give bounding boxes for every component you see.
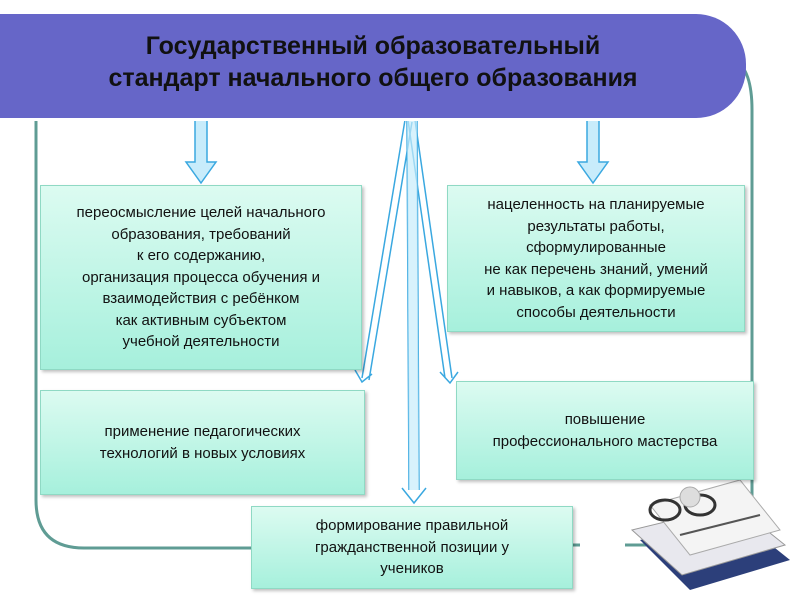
title-line-2: стандарт начального общего образования [108, 64, 638, 92]
box-text-line: переосмысление целей начального [76, 204, 326, 222]
box-pedagogical-technologies: применение педагогических технологий в н… [40, 390, 365, 495]
books-glasses-image [630, 479, 790, 590]
box-planned-results: нацеленность на планируемые результаты р… [447, 185, 745, 332]
box-text-line: результаты работы, [527, 217, 665, 235]
box-text-line: как активным субъектом [115, 311, 287, 329]
box-text-line: не как перечень знаний, умений [484, 260, 708, 278]
box-text-line: технологий в новых условиях [99, 444, 306, 462]
box-text-line: профессионального мастерства [492, 432, 718, 450]
box-text-line: к его содержанию, [136, 247, 266, 265]
box-text-line: применение педагогических [104, 423, 301, 440]
arrow-down-right [576, 117, 610, 185]
arrow-down-left [184, 117, 218, 185]
box-rethinking-goals: переосмысление целей начального образова… [40, 185, 362, 370]
box-text-line: нацеленность на планируемые [487, 196, 705, 213]
box-text-line: способы деятельности [516, 303, 676, 321]
box-text-line: учеников [380, 560, 444, 578]
arrow-center-to-technologies [354, 119, 413, 384]
box-text-line: учебной деятельности [122, 333, 280, 351]
box-text-line: взаимодействия с ребёнком [102, 290, 300, 308]
title-banner: Государственный образовательный стандарт… [0, 14, 746, 121]
box-text-line: организация процесса обучения и [82, 268, 320, 286]
title-line-1: Государственный образовательный [145, 32, 601, 60]
banner-underline [0, 118, 690, 121]
box-text-line: повышение [564, 411, 646, 428]
box-text-line: формирование правильной [315, 517, 509, 535]
box-professional-mastery: повышение профессионального мастерства [456, 381, 754, 480]
box-text-line: и навыков, а как формируемые [486, 282, 706, 299]
box-text-line: гражданственной позиции у [314, 538, 510, 556]
box-civic-position: формирование правильной гражданственной … [251, 506, 573, 589]
box-text-line: образования, требований [111, 225, 291, 243]
page-title: Государственный образовательный стандарт… [108, 30, 637, 94]
box-text-line: сформулированные [526, 239, 666, 256]
frame-left-line [34, 118, 251, 550]
